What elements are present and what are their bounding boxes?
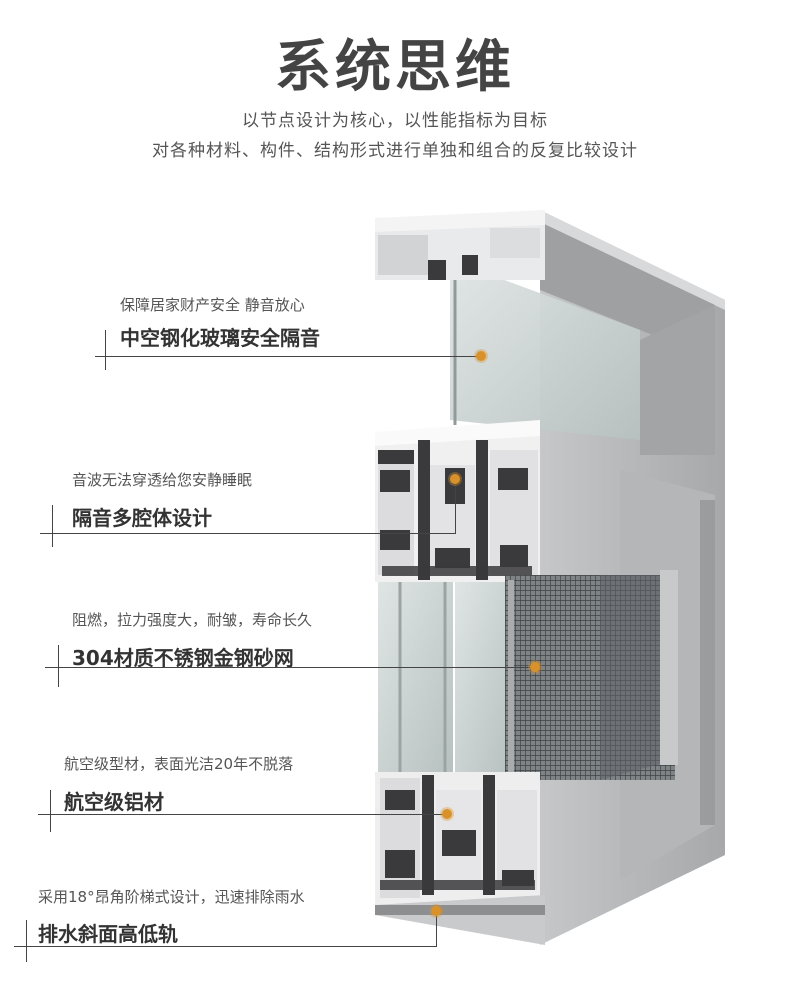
- callout-leader: [45, 667, 535, 668]
- feature-title: 排水斜面高低轨: [38, 922, 178, 946]
- feature-multi-cavity: 音波无法穿透给您安静睡眠: [72, 469, 252, 490]
- feature-caption: 阻燃，拉力强度大，耐皱，寿命长久: [72, 611, 313, 629]
- callout-leader: [40, 533, 455, 534]
- callout-leader: [95, 356, 480, 357]
- callout-leader: [38, 814, 448, 815]
- feature-hollow-glass: 保障居家财产安全 静音放心: [120, 294, 305, 315]
- callout-leader: [14, 946, 436, 947]
- feature-drainage-rail: 采用18°昂角阶梯式设计，迅速排除雨水: [38, 886, 305, 907]
- marker-dot: [442, 809, 452, 819]
- callout-tick: [50, 790, 51, 832]
- marker-dot: [431, 906, 441, 916]
- callout-tick: [26, 920, 27, 962]
- callout-leader-vertical: [436, 912, 437, 947]
- callout-tick: [58, 645, 59, 687]
- feature-drainage-rail-title-wrap: 排水斜面高低轨: [38, 918, 178, 947]
- callout-tick: [105, 330, 106, 370]
- feature-title: 304材质不锈钢金钢砂网: [72, 646, 294, 670]
- feature-title: 隔音多腔体设计: [72, 506, 212, 530]
- subtitle-line-2: 对各种材料、构件、结构形式进行单独和组合的反复比较设计: [152, 141, 638, 161]
- marker-dot: [476, 351, 486, 361]
- feature-hollow-glass-title-wrap: 中空钢化玻璃安全隔音: [120, 322, 320, 351]
- feature-aviation-aluminum-title-wrap: 航空级铝材: [64, 786, 164, 815]
- marker-dot: [450, 474, 460, 484]
- feature-caption: 航空级型材，表面光洁20年不脱落: [64, 755, 294, 773]
- feature-caption: 采用18°昂角阶梯式设计，迅速排除雨水: [38, 888, 305, 906]
- subtitle-line-1: 以节点设计为核心，以性能指标为目标: [242, 111, 548, 131]
- callout-leader-vertical: [455, 480, 456, 534]
- feature-caption: 保障居家财产安全 静音放心: [120, 296, 305, 314]
- feature-title: 中空钢化玻璃安全隔音: [120, 326, 320, 350]
- page-title: 系统思维: [275, 35, 515, 100]
- feature-multi-cavity-title-wrap: 隔音多腔体设计: [72, 502, 212, 531]
- callout-tick: [52, 505, 53, 547]
- feature-aviation-aluminum: 航空级型材，表面光洁20年不脱落: [64, 753, 293, 774]
- feature-title: 航空级铝材: [64, 790, 164, 814]
- feature-caption: 音波无法穿透给您安静睡眠: [72, 471, 253, 489]
- feature-steel-mesh: 阻燃，拉力强度大，耐皱，寿命长久: [72, 609, 312, 630]
- marker-dot: [530, 662, 540, 672]
- feature-steel-mesh-title-wrap: 304材质不锈钢金钢砂网: [72, 642, 294, 671]
